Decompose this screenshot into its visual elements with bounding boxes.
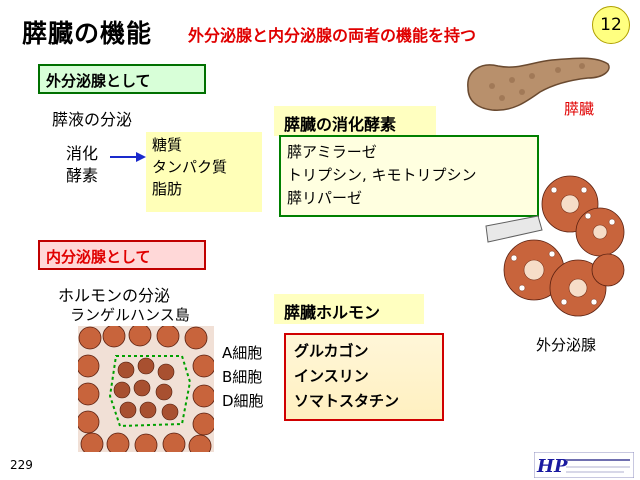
hormone-item: ソマトスタチン (294, 392, 400, 410)
arrow-right-icon (110, 152, 146, 162)
hormone-item: グルカゴン (294, 342, 369, 360)
publisher-logo: HP (534, 452, 634, 478)
islet-caption: ランゲルハンス島 (70, 306, 190, 324)
digestive-label-1: 消化 (66, 144, 99, 163)
digestive-label-2: 酵素 (66, 166, 99, 185)
acinus-label: 外分泌腺 (536, 336, 597, 354)
page-subtitle: 外分泌腺と内分泌腺の両者の機能を持つ (188, 26, 477, 45)
endocrine-label: 内分泌腺として (38, 240, 206, 270)
nutrients-box: 糖質 タンパク質 脂肪 (146, 132, 262, 212)
pancreatic-juice-text: 膵液の分泌 (52, 110, 133, 129)
pancreas-illustration (467, 57, 610, 111)
cell-label-b: B細胞 (222, 368, 263, 386)
hormone-item: インスリン (294, 367, 369, 385)
enzymes-heading: 膵臓の消化酵素 (274, 106, 436, 136)
hormone-heading: 膵臓ホルモン (274, 294, 424, 324)
islet-illustration (78, 326, 214, 452)
enzyme-item: トリプシン, キモトリプシン (287, 166, 477, 184)
enzyme-item: 膵アミラーゼ (287, 143, 377, 161)
hormone-box: グルカゴン インスリン ソマトスタチン (284, 333, 444, 421)
enzyme-item: 膵リパーゼ (287, 189, 363, 207)
page-title: 膵臓の機能 (22, 19, 153, 48)
enzymes-box: 膵アミラーゼ トリプシン, キモトリプシン 膵リパーゼ (279, 135, 539, 217)
exocrine-label: 外分泌腺として (38, 64, 206, 94)
cell-label-a: A細胞 (222, 344, 263, 362)
cell-label-d: D細胞 (222, 392, 264, 410)
page-number-badge: 12 (592, 6, 630, 44)
hormone-secretion-text: ホルモンの分泌 (58, 286, 171, 305)
footer-number: 229 (10, 458, 33, 472)
svg-text:HP: HP (536, 456, 568, 477)
nutrient-item: タンパク質 (152, 158, 228, 176)
pancreas-label: 膵臓 (564, 100, 595, 118)
nutrient-item: 糖質 (152, 136, 183, 154)
acinus-illustration (485, 175, 625, 317)
nutrient-item: 脂肪 (152, 180, 183, 198)
